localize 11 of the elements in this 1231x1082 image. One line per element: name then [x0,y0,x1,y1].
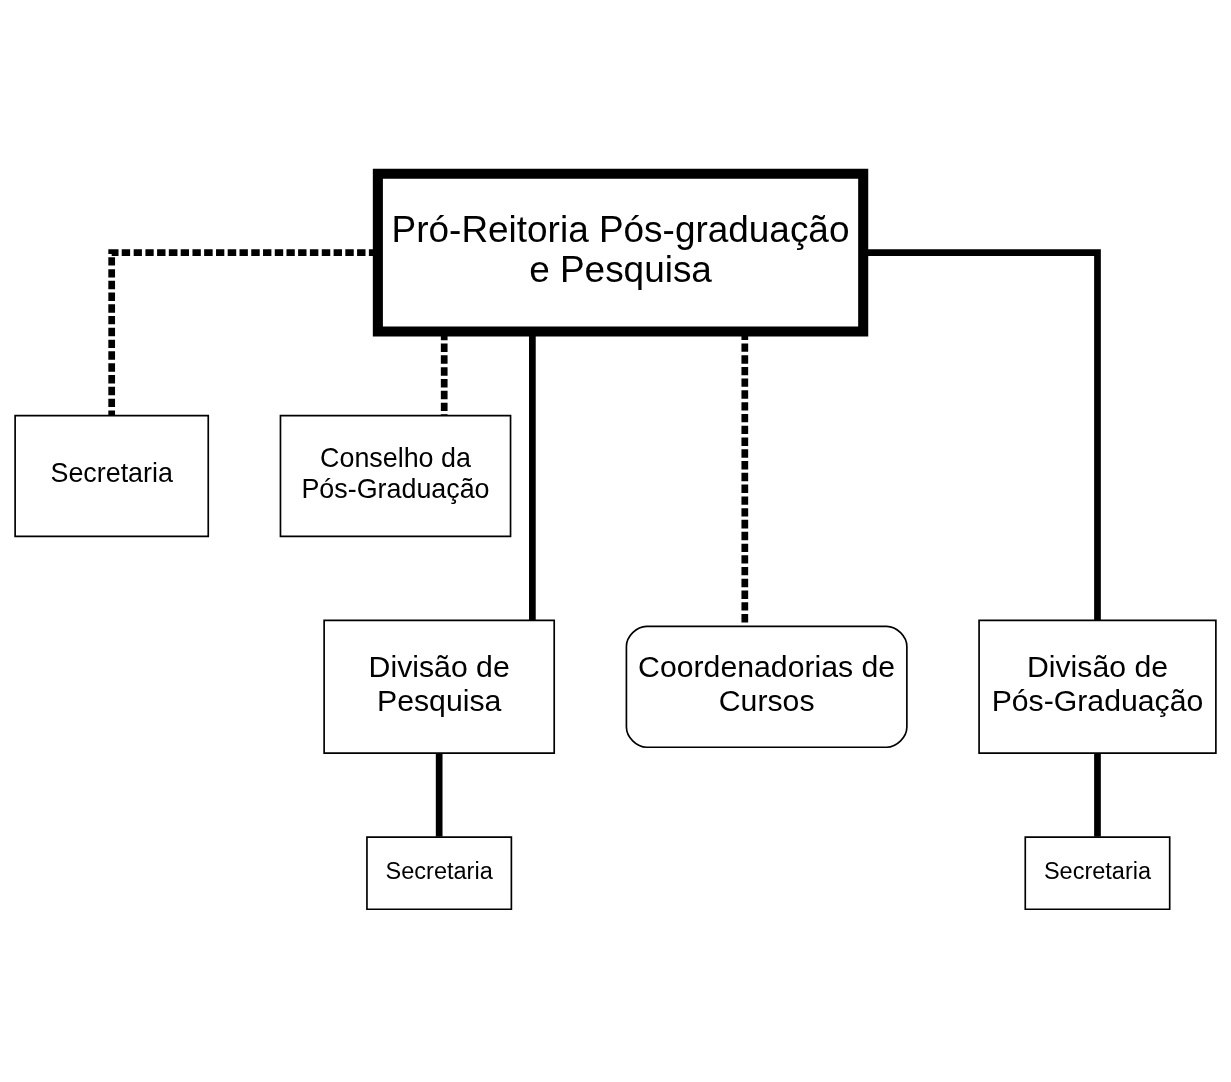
node-box: Divisão de Pesquisa [323,619,556,754]
node-box: Secretaria [1024,835,1171,910]
connector [1094,753,1101,837]
node-box: Coordenadorias de Cursos [625,624,908,748]
connector [435,753,443,837]
node-box: Secretaria [14,414,210,537]
node-box: Secretaria [366,835,513,910]
node-box: Conselho da Pós-Graduação [279,414,512,537]
node-box: Pró-Reitoria Pós-graduação e Pesquisa [372,168,869,337]
node-box: Divisão de Pós-Graduação [978,619,1217,754]
connector [108,248,378,415]
